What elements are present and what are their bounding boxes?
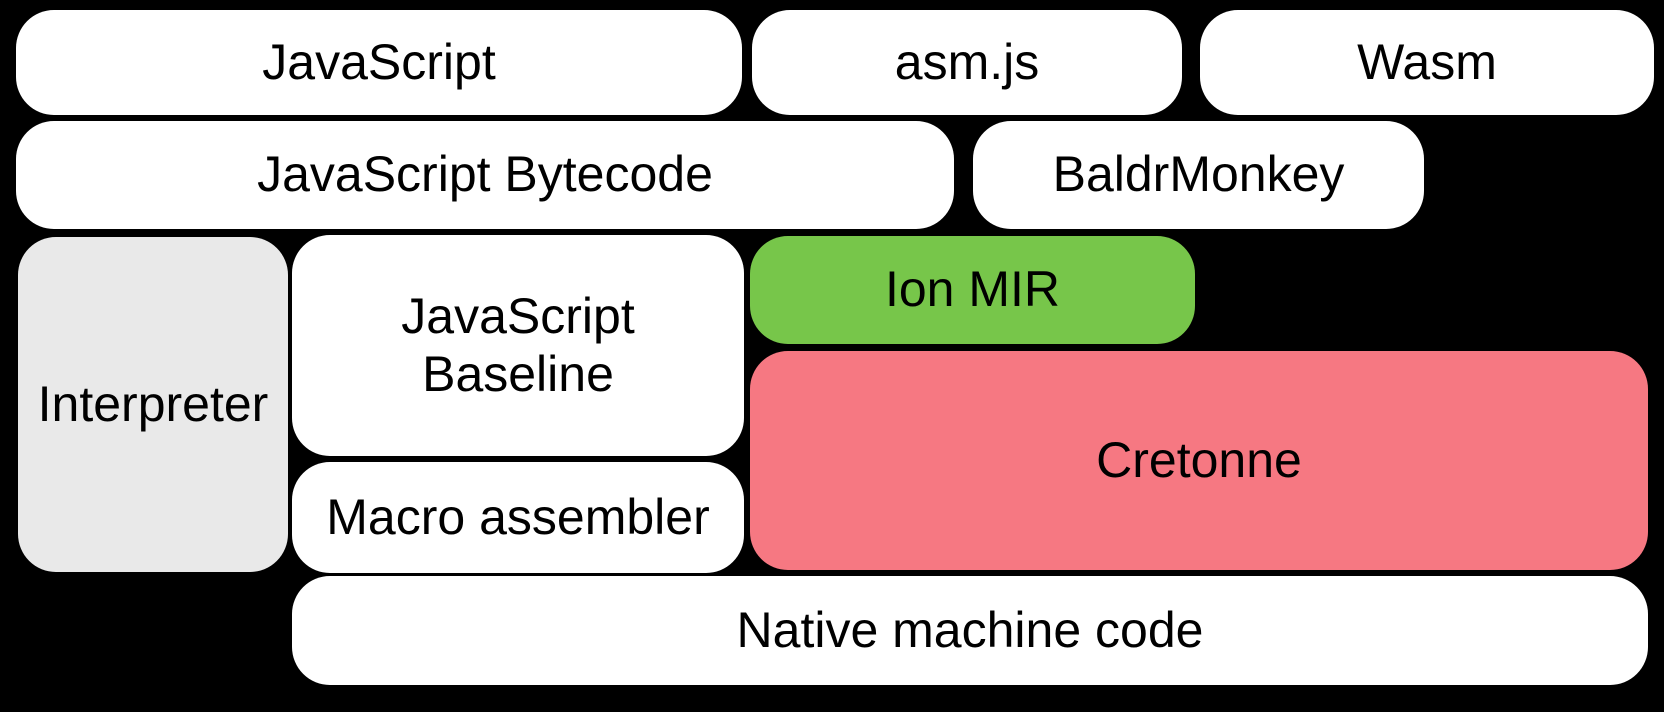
box-wasm: Wasm — [1200, 10, 1654, 115]
box-wasm-label: Wasm — [1357, 33, 1497, 90]
box-baldrmonkey: BaldrMonkey — [973, 121, 1424, 229]
box-javascript-label: JavaScript — [262, 33, 496, 90]
box-javascript-baseline: JavaScript Baseline — [292, 235, 744, 456]
box-cretonne-label: Cretonne — [1096, 431, 1302, 488]
box-javascript-bytecode: JavaScript Bytecode — [16, 121, 954, 229]
box-ion-mir-label: Ion MIR — [884, 261, 1061, 318]
box-macro-assembler-label: Macro assembler — [326, 488, 710, 545]
box-baldrmonkey-label: BaldrMonkey — [1052, 146, 1345, 203]
box-asmjs-label: asm.js — [894, 33, 1040, 90]
box-javascript-bytecode-label: JavaScript Bytecode — [257, 146, 713, 203]
box-native-machine-code-label: Native machine code — [736, 601, 1204, 658]
box-ion-mir: Ion MIR — [750, 236, 1195, 344]
box-macro-assembler: Macro assembler — [292, 462, 744, 573]
box-interpreter-label: Interpreter — [37, 375, 269, 432]
box-javascript: JavaScript — [16, 10, 742, 115]
box-native-machine-code: Native machine code — [292, 576, 1648, 685]
box-javascript-baseline-label: JavaScript Baseline — [401, 288, 635, 402]
box-interpreter: Interpreter — [18, 237, 288, 572]
box-asmjs: asm.js — [752, 10, 1182, 115]
box-cretonne: Cretonne — [750, 351, 1648, 570]
